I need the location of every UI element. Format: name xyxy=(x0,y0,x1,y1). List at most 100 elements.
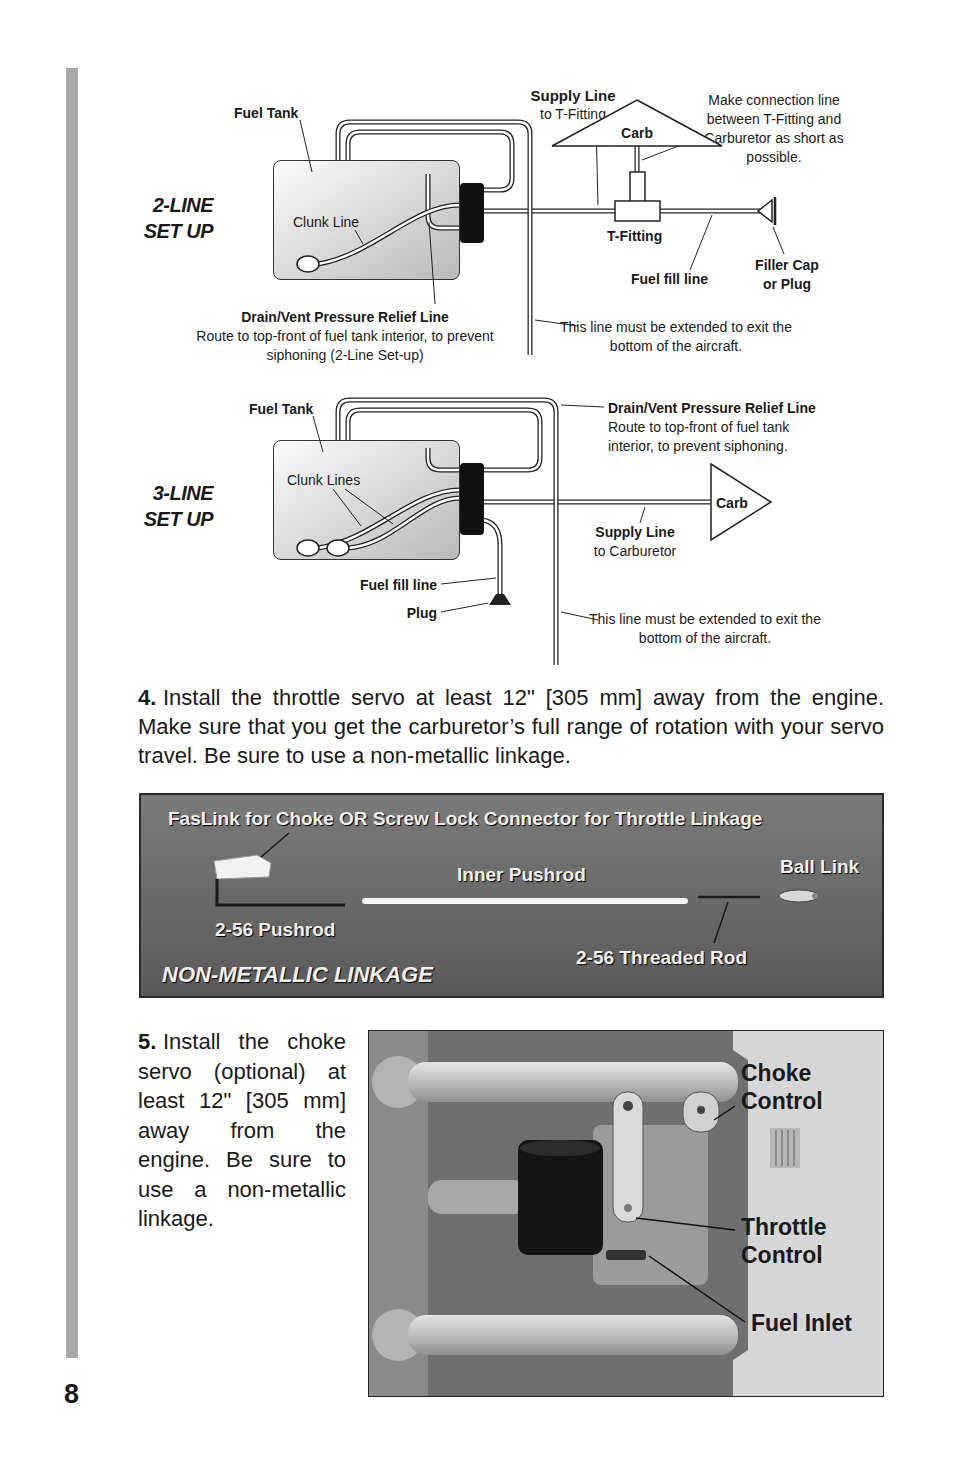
step-paragraph: 4.Install the throttle servo at least 12… xyxy=(138,683,884,770)
part-label: Fuel fill line xyxy=(337,576,437,595)
step-number: 5. xyxy=(138,1029,156,1054)
fuel-tank-drawing xyxy=(428,174,460,228)
fuel-tank-drawing xyxy=(327,540,349,556)
fuel-supply-line xyxy=(460,502,711,503)
fuel-tube xyxy=(482,520,500,594)
leader-line xyxy=(355,230,363,244)
leader-line xyxy=(441,578,496,584)
linkage-photo xyxy=(217,879,345,905)
panel-heading: FasLink for Choke OR Screw Lock Connecto… xyxy=(168,807,762,831)
vent-slot xyxy=(781,1130,783,1166)
part-label: Inner Pushrod xyxy=(457,863,586,887)
part-label: Carb xyxy=(716,494,748,512)
triangle-outline xyxy=(711,464,771,540)
part-label: Plug xyxy=(337,604,437,623)
leader-line xyxy=(300,120,435,304)
engine-photo xyxy=(624,1204,632,1212)
engine-photo-frame: Choke ControlThrottle ControlFuel Inlet xyxy=(368,1030,884,1397)
setup-heading: 3-LINE SET UP xyxy=(131,480,213,532)
fuel-tank-drawing xyxy=(297,256,319,272)
filler-cap xyxy=(774,197,777,225)
filler-cap xyxy=(758,197,775,225)
step-text: Install the choke servo (optional) at le… xyxy=(138,1029,346,1231)
fuel-tube xyxy=(348,132,512,190)
t-fitting xyxy=(615,172,660,221)
leader-line xyxy=(636,1106,745,1322)
tube-core xyxy=(460,146,637,211)
tank-title: Fuel Tank xyxy=(234,104,298,122)
step-text: Install the throttle servo at least 12" … xyxy=(138,685,884,768)
engine-photo xyxy=(520,1140,600,1156)
vent-slot xyxy=(770,1128,800,1168)
fuel-tube xyxy=(660,210,760,212)
part-label: Carb xyxy=(551,124,723,142)
part-label: Fuel fill line xyxy=(631,270,708,289)
line-label: to Carburetor xyxy=(575,542,695,561)
callout-label: Throttle Control xyxy=(741,1213,851,1269)
engine-photo xyxy=(623,1101,633,1111)
setup-heading: 2-LINE SET UP xyxy=(131,192,213,244)
tank-fitting xyxy=(460,463,484,535)
fuel-tank-drawing xyxy=(348,498,460,548)
fuel-tube xyxy=(338,122,760,665)
leader-line xyxy=(313,416,393,526)
triangle-outline xyxy=(552,100,722,146)
plug xyxy=(489,594,511,605)
leader-line xyxy=(773,227,784,254)
note-text: Route to top-front of fuel tank interior… xyxy=(195,327,495,365)
fuel-tank: Fuel TankClunk Lines xyxy=(273,440,460,560)
fuel-tube xyxy=(348,132,512,190)
tube-core xyxy=(460,501,711,503)
leader-line xyxy=(714,902,728,943)
engine-photo xyxy=(428,1180,528,1214)
leader-line xyxy=(441,603,488,612)
line-label: Drain/Vent Pressure Relief Line xyxy=(195,308,495,327)
step-paragraph: 5.Install the choke servo (optional) at … xyxy=(138,1027,346,1234)
vent-slot xyxy=(775,1130,777,1166)
leader-line xyxy=(561,405,604,407)
margin-bar xyxy=(66,68,78,1358)
callout-label: Fuel Inlet xyxy=(751,1309,852,1338)
step-number: 4. xyxy=(138,685,156,710)
engine-photo xyxy=(683,1092,719,1132)
margin-bar xyxy=(66,68,78,1358)
tube-outline xyxy=(460,146,637,211)
part-label: Clunk Lines xyxy=(287,471,360,489)
leader-line xyxy=(649,1256,745,1322)
part-label: T-Fitting xyxy=(607,227,662,246)
t-fitting xyxy=(615,201,660,221)
engine-photo xyxy=(606,1250,646,1260)
part-label: Filler Cap or Plug xyxy=(747,256,827,294)
fuel-tank-drawing xyxy=(273,120,460,304)
vent-slot xyxy=(787,1130,789,1166)
leader-line xyxy=(636,1218,735,1230)
linkage-photo xyxy=(139,793,884,998)
panel-title: NON-METALLIC LINKAGE xyxy=(162,961,433,989)
part-label: Clunk Line xyxy=(293,213,359,231)
part-label: 2-56 Pushrod xyxy=(215,918,335,942)
leader-line xyxy=(714,1106,735,1120)
leader-line xyxy=(261,833,289,857)
leader-line xyxy=(441,123,784,620)
fuel-tank: Fuel TankClunk Line xyxy=(273,160,460,280)
tank-title: Fuel Tank xyxy=(249,400,313,418)
filler-cap xyxy=(758,200,772,222)
carburetor-triangle: Carb xyxy=(710,463,772,541)
leader-line xyxy=(333,489,361,526)
fuel-tank-drawing xyxy=(428,174,460,228)
engine-photo xyxy=(593,1125,708,1285)
leader-line xyxy=(313,416,323,452)
fuel-tank-drawing xyxy=(428,448,460,470)
engine-photo xyxy=(368,1030,884,1397)
linkage-photo xyxy=(779,890,819,902)
linkage-photo xyxy=(214,855,271,879)
note-text: This line must be extended to exit the b… xyxy=(588,610,822,648)
engine-photo xyxy=(613,1092,643,1222)
fuel-tank-drawing xyxy=(348,498,460,548)
fuel-supply-line xyxy=(460,146,637,211)
note-text: This line must be extended to exit the b… xyxy=(560,318,792,356)
note-text: Route to top-front of fuel tank interior… xyxy=(608,418,823,456)
engine-photo xyxy=(368,1030,884,1397)
carburetor-triangle: Carb xyxy=(551,99,723,147)
leader-line xyxy=(300,120,312,172)
